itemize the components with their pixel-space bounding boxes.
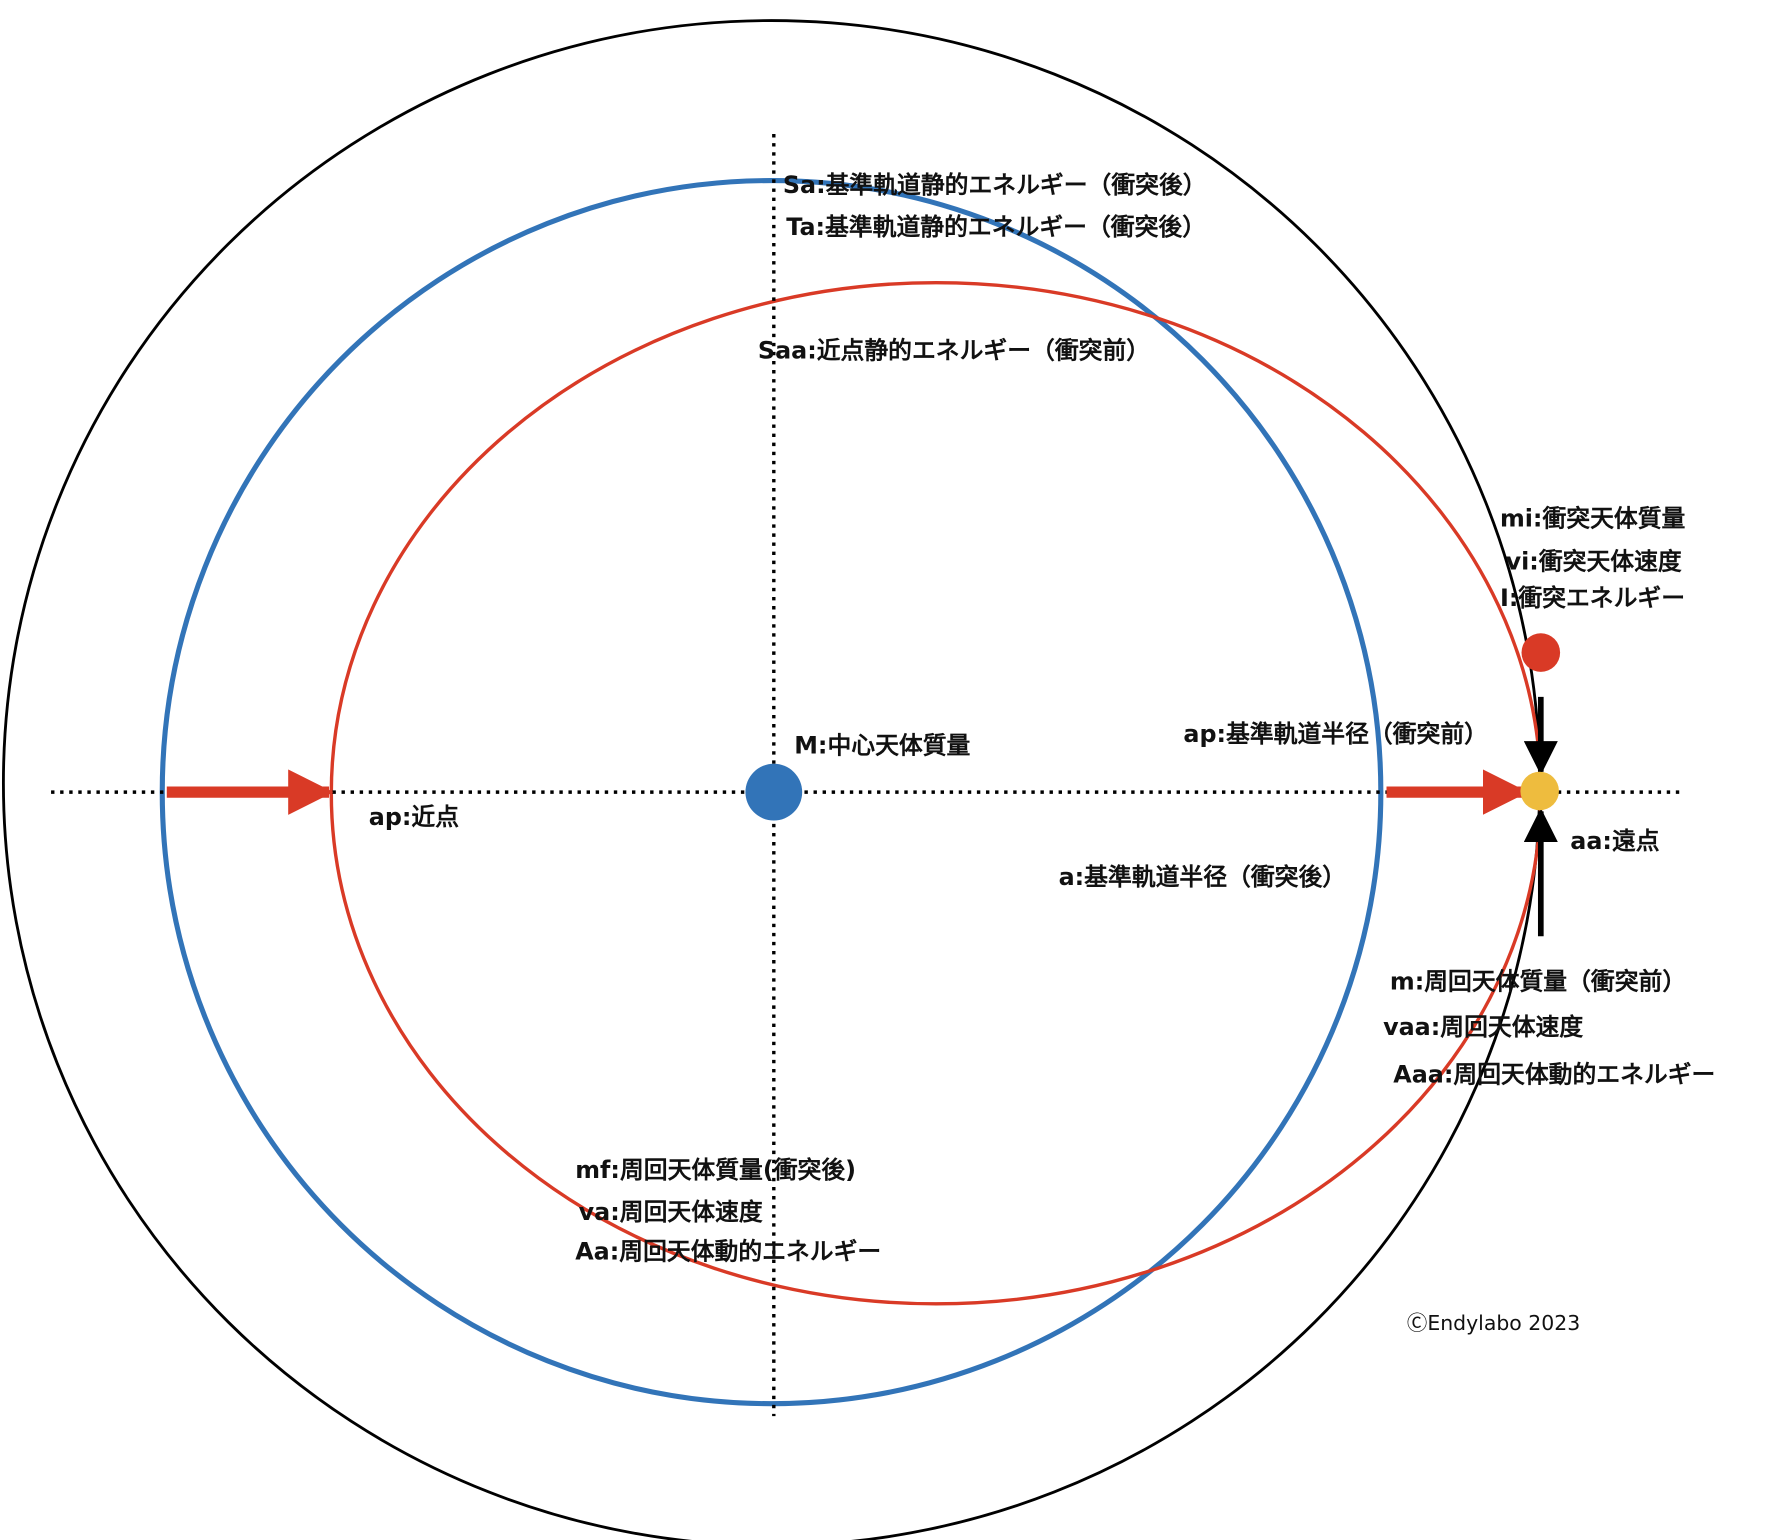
label-Ta: Ta:基準軌道静的エネルギー（衝突後） xyxy=(786,213,1206,241)
label-aa-far: aa:遠点 xyxy=(1570,827,1659,855)
label-mi: mi:衝突天体質量 xyxy=(1500,505,1686,533)
label-I: I:衝突エネルギー xyxy=(1500,584,1685,612)
label-Aa: Aa:周回天体動的エネルギー xyxy=(575,1238,881,1266)
label-ap-near: ap:近点 xyxy=(369,803,459,831)
orbiting-body xyxy=(1520,771,1559,811)
label-m: m:周回天体質量（衝突前） xyxy=(1390,968,1686,996)
label-M: M:中心天体質量 xyxy=(794,732,970,760)
label-ap-radius: ap:基準軌道半径（衝突前） xyxy=(1183,720,1488,748)
label-vi: vi:衝突天体速度 xyxy=(1506,548,1682,576)
label-a-radius: a:基準軌道半径（衝突後） xyxy=(1059,863,1347,891)
label-Aaa: Aaa:周回天体動的エネルギー xyxy=(1393,1061,1715,1089)
label-Saa: Saa:近点静的エネルギー（衝突前） xyxy=(758,337,1150,365)
label-vaa: vaa:周回天体速度 xyxy=(1383,1013,1583,1041)
label-va: va:周回天体速度 xyxy=(579,1198,763,1226)
label-mf: mf:周回天体質量(衝突後) xyxy=(575,1156,856,1184)
label-Sa: Sa:基準軌道静的エネルギー（衝突後） xyxy=(783,171,1207,199)
copyright: ⒸEndylabo 2023 xyxy=(1407,1311,1580,1335)
impactor-body xyxy=(1521,633,1561,672)
central-body xyxy=(745,763,803,821)
